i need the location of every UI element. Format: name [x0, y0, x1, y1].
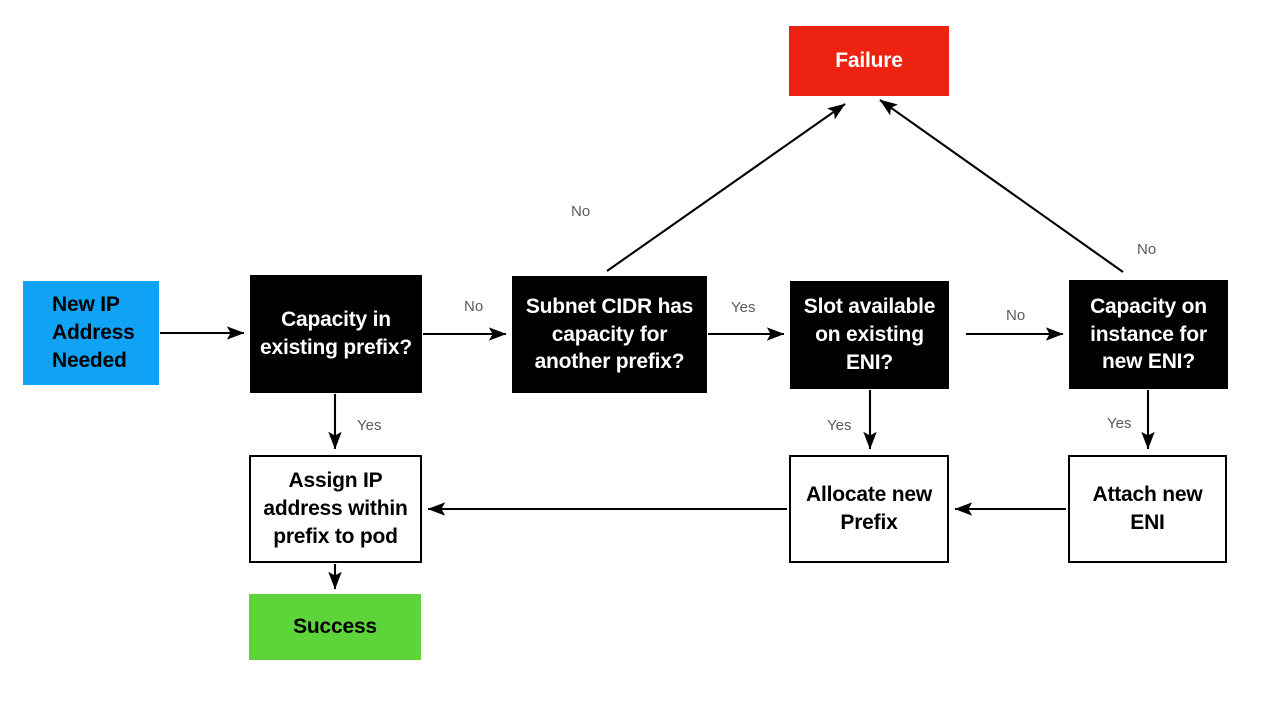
edge-label-no-capacity-instance: No — [1137, 241, 1157, 258]
edge-subnet-cidr-to-failure — [606, 103, 846, 272]
edge-label-no-subnet-cidr: No — [571, 203, 591, 220]
node-subnet-cidr-has-capacity[interactable]: Subnet CIDR has capacity for another pre… — [512, 276, 707, 393]
node-capacity-in-existing-prefix[interactable]: Capacity in existing prefix? — [250, 275, 422, 393]
node-allocate-new-prefix[interactable]: Allocate new Prefix — [789, 455, 949, 563]
node-new-ip-address-needed[interactable]: New IP Address Needed — [23, 281, 159, 385]
edge-label-no-slot-eni: No — [1006, 307, 1026, 324]
edge-label-no-capacity-prefix: No — [464, 298, 484, 315]
edge-capacity-instance-to-failure — [879, 99, 1124, 273]
node-attach-new-eni[interactable]: Attach new ENI — [1068, 455, 1227, 563]
node-success[interactable]: Success — [249, 594, 421, 660]
edge-label-yes-slot-eni: Yes — [827, 417, 852, 434]
edge-label-yes-capacity-prefix: Yes — [357, 417, 382, 434]
edge-label-yes-subnet-cidr: Yes — [731, 299, 756, 316]
node-slot-available-on-existing-eni[interactable]: Slot available on existing ENI? — [790, 281, 949, 389]
node-failure[interactable]: Failure — [789, 26, 949, 96]
node-assign-ip-address-within-prefix-to-pod[interactable]: Assign IP address within prefix to pod — [249, 455, 422, 563]
edge-label-yes-capacity-instance: Yes — [1107, 415, 1132, 432]
node-capacity-on-instance-for-new-eni[interactable]: Capacity on instance for new ENI? — [1069, 280, 1228, 389]
